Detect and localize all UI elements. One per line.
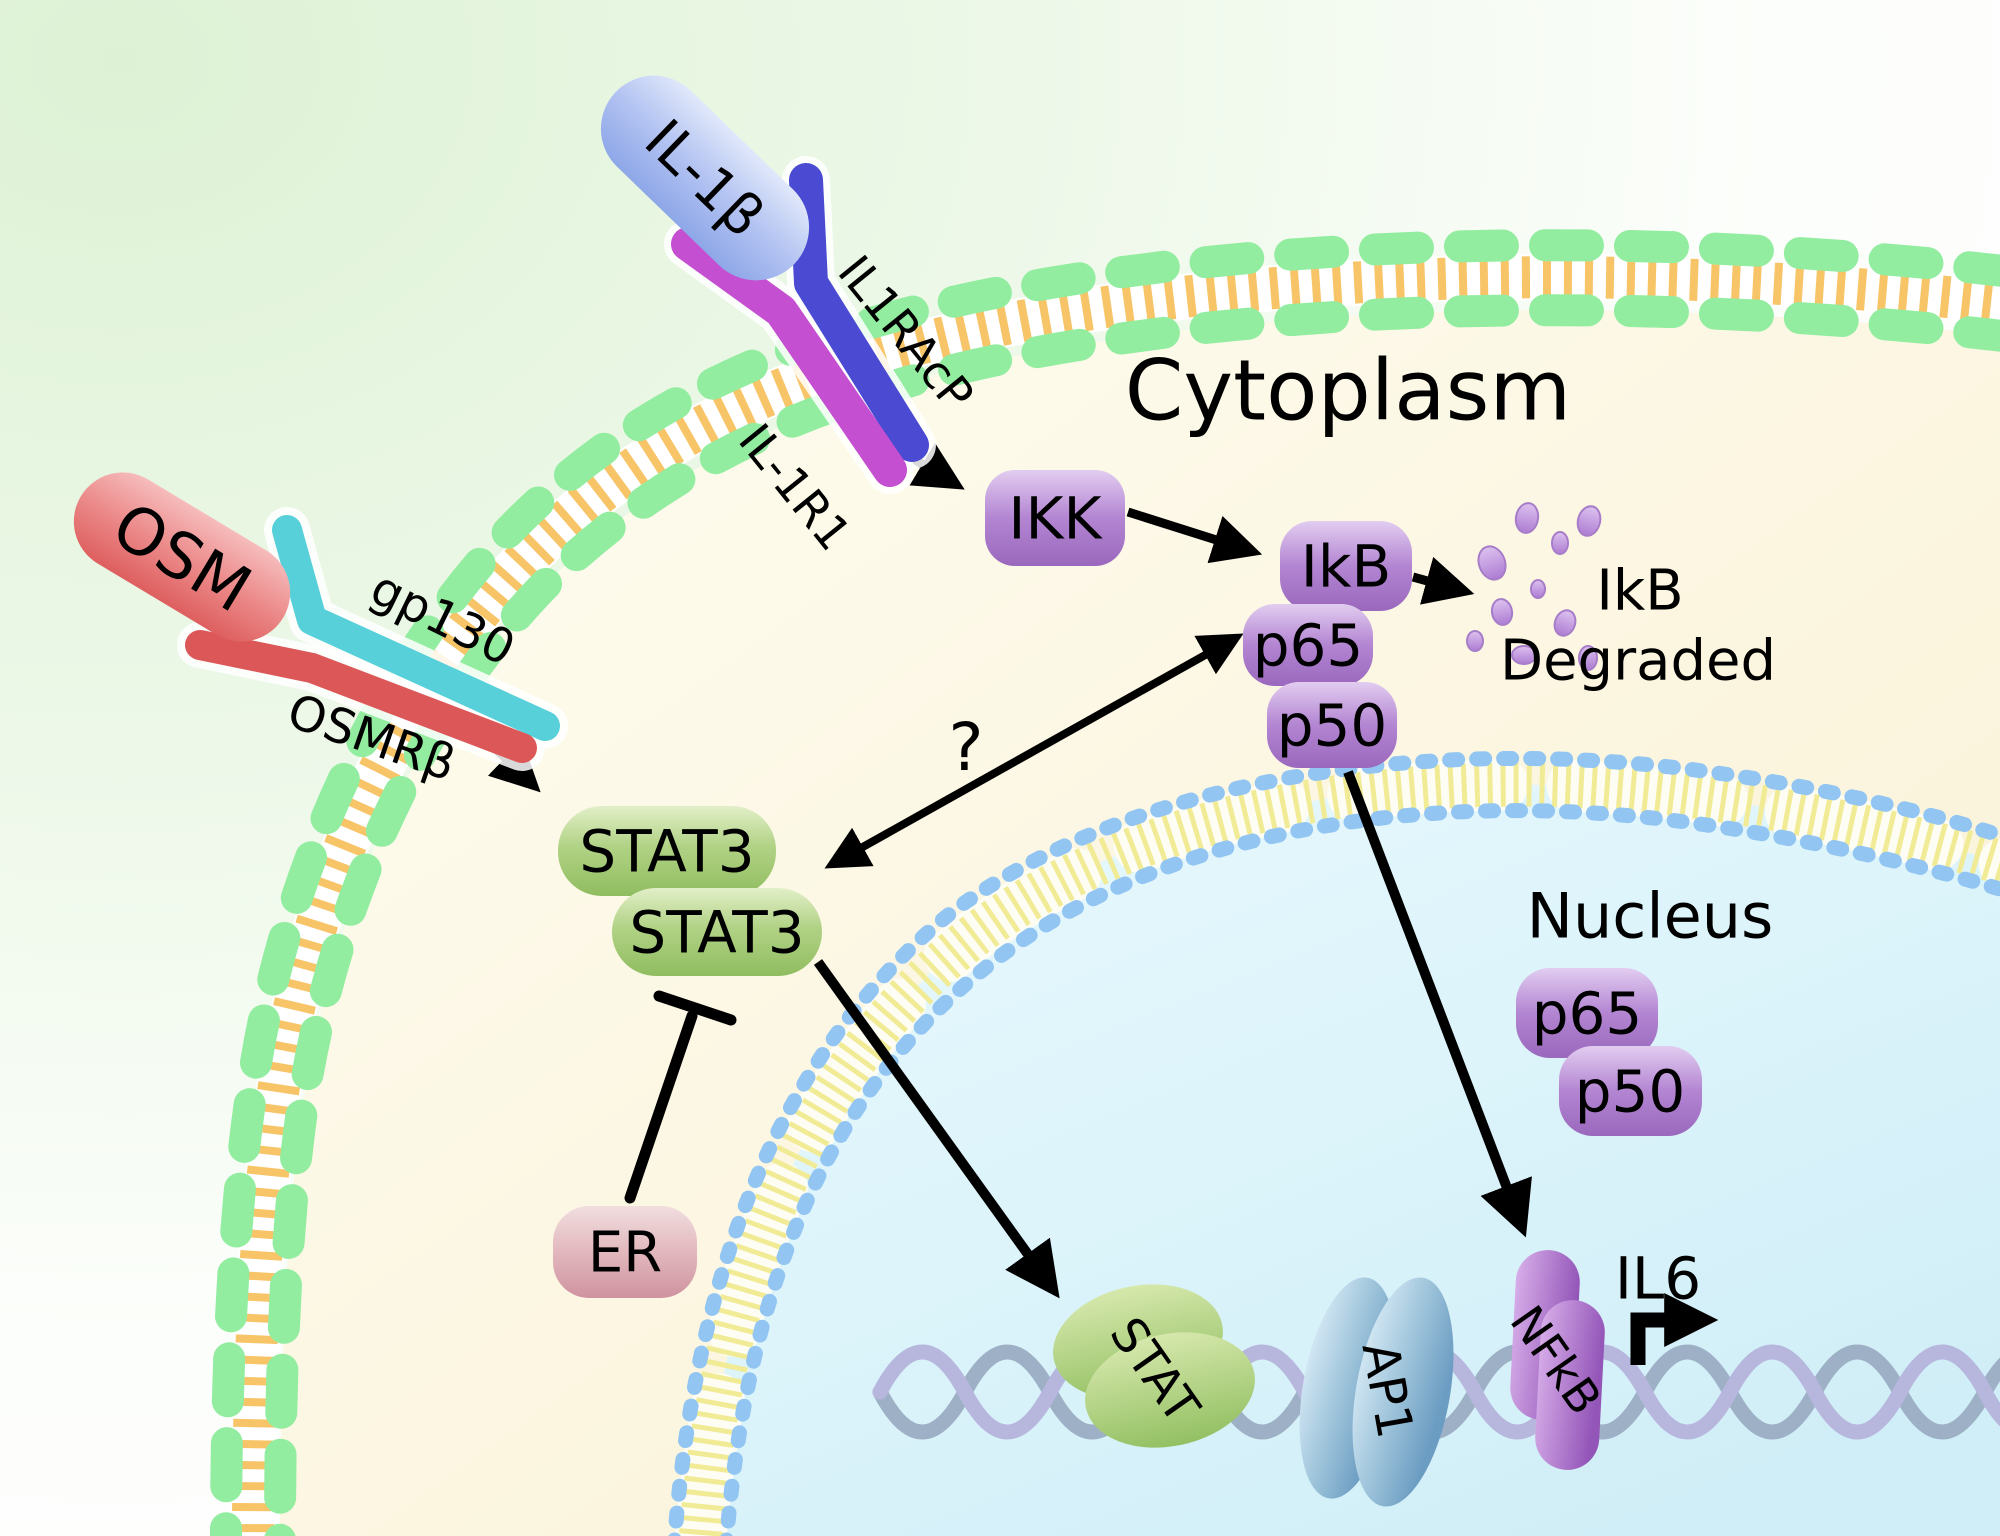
ikb-fragment: [1477, 545, 1507, 581]
p50-nucleus: p50: [1559, 1046, 1702, 1136]
ap1-dna: AP1: [1299, 1277, 1454, 1507]
il1racp-receptor: [789, 163, 929, 462]
arrow-p50-to-nfkb: [1343, 770, 1532, 1238]
il1r1-receptor: [671, 227, 907, 487]
ikb-degraded-label: IkB Degraded: [1500, 559, 1776, 694]
arrow-ikk-to-ikb: [1126, 507, 1263, 564]
nfkb-dna: NFkB: [1500, 1250, 1612, 1470]
ikb-label: IkB: [1301, 532, 1391, 600]
p65-nucleus: p65: [1516, 968, 1658, 1058]
ikb-fragment: [1551, 531, 1569, 555]
ikb-degraded-word1: IkB: [1596, 559, 1683, 624]
ikb-fragment: [1576, 505, 1602, 537]
nfkb-pill-front: [1535, 1300, 1605, 1470]
er-label: ER: [588, 1221, 662, 1286]
ikb-fragment: [1530, 579, 1546, 599]
p50-label: p50: [1277, 691, 1388, 759]
cell-membrane: [210, 229, 2000, 1536]
stat3-upper: STAT3: [558, 806, 776, 896]
ikb-fragment: [1578, 645, 1598, 671]
il6-label: IL6: [1615, 1244, 1701, 1312]
p50-cytoplasm: p50: [1267, 682, 1397, 768]
il1b-capsule: [600, 75, 810, 281]
ikb-degraded-word2: Degraded: [1500, 629, 1776, 694]
ap1-ellipse-front: [1352, 1277, 1454, 1507]
ikb-fragment: [1466, 630, 1484, 652]
cytoplasm-label: Cytoplasm: [1125, 341, 1571, 439]
question-mark-label: ?: [948, 709, 983, 786]
ikb-fragment: [1490, 598, 1514, 626]
ikk-protein: IKK: [985, 470, 1125, 566]
stat-ellipse-front: [1085, 1332, 1255, 1448]
er-capsule: [553, 1206, 697, 1298]
ikb-fragment: [1553, 609, 1577, 637]
ikk-label: IKK: [1008, 484, 1103, 552]
p65-nucleus-label: p65: [1532, 979, 1643, 1047]
osmrb-receptor: [185, 630, 537, 763]
ikb-fragment: [1514, 502, 1540, 534]
p65-cytoplasm: p65: [1243, 604, 1373, 686]
ikb-degraded-fragments: [1466, 502, 1602, 671]
p65-capsule: [1243, 604, 1373, 686]
stat3-upper-label: STAT3: [579, 817, 754, 885]
p50-nucleus-capsule: [1559, 1046, 1702, 1136]
stat3-lower: STAT3: [612, 888, 822, 976]
stat3-lower-label: STAT3: [629, 898, 804, 966]
arrow-ikb-to-degraded: [1411, 556, 1475, 605]
cell-membrane-beads-inner: [264, 294, 2000, 1536]
gp130-receptor: [272, 515, 560, 741]
p65-nucleus-capsule: [1516, 968, 1658, 1058]
ikb-protein: IkB: [1280, 521, 1412, 611]
p50-capsule: [1267, 682, 1397, 768]
arrow-stat3-p65-bidirectional: [824, 633, 1244, 869]
arrow-stat3-to-nucleus: [813, 959, 1060, 1299]
cell-membrane-beads-outer: [210, 229, 2000, 1536]
stat3-upper-capsule: [558, 806, 776, 896]
stat-dna: STAT: [1053, 1284, 1255, 1448]
ikk-capsule: [985, 470, 1125, 566]
stat3-lower-capsule: [612, 888, 822, 976]
ikb-capsule: [1280, 521, 1412, 611]
il6-transcription-arrow: [1630, 1293, 1719, 1365]
inhibition-bar: [653, 990, 737, 1026]
er-protein: ER: [553, 1206, 697, 1298]
nucleus-label: Nucleus: [1527, 880, 1774, 953]
inhibition-line: [624, 1010, 698, 1204]
inhibition-er-stat3: [624, 990, 737, 1204]
p65-label: p65: [1253, 611, 1364, 679]
nuclear-membrane-beads-outer: [667, 750, 2000, 1536]
osm-receptor-complex: OSM gp130 OSMRβ: [73, 472, 568, 792]
ikb-fragment: [1511, 645, 1537, 665]
p50-nucleus-label: p50: [1575, 1057, 1686, 1125]
osm-capsule: [73, 472, 291, 642]
cell-membrane-stripes: [232, 256, 2000, 1536]
